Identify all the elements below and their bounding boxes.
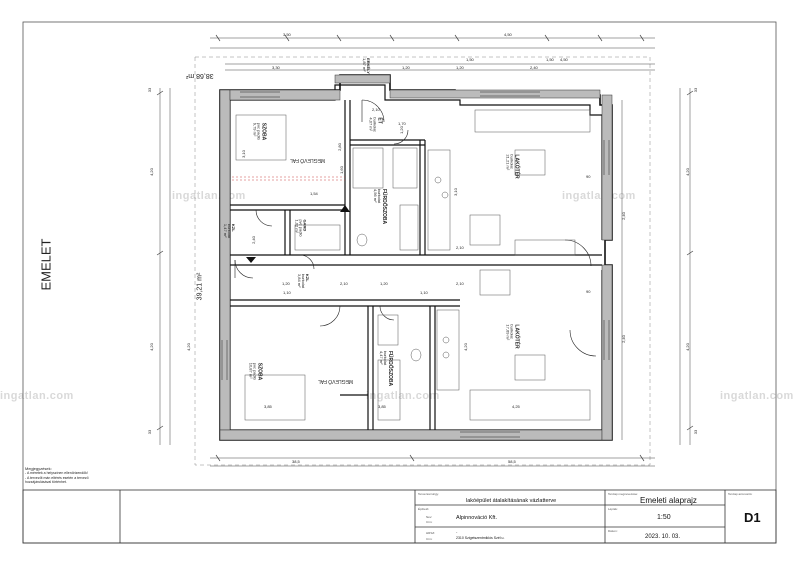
dimension-label: 3,10	[240, 150, 246, 158]
dimension-label: 90	[586, 174, 591, 179]
room-lakoter-lower: LAKÓTÉR burkolat 17,69 m²	[505, 324, 520, 348]
dimension-label: 4,20	[185, 343, 191, 351]
area-total-lower: 39,21 m²	[196, 272, 204, 301]
notes-line: - A tervezőt mán eltérés esetén a tervez…	[25, 475, 89, 480]
date-label: Dátum:	[608, 529, 618, 533]
dimension-label: 4,25	[512, 404, 520, 409]
builder-name: Alpinnováció Kft.	[456, 515, 497, 521]
dimension-label: 1,50	[546, 57, 554, 62]
room-szoba-lower: SZOBA pvc padló 10,87 m²	[248, 362, 262, 381]
room-kzl-upper: KZL burkolat 1,47 m²	[223, 223, 236, 238]
room-lakoter-upper: LAKÓTÉR burkolat 21,21 m²	[505, 154, 520, 178]
drawing-title: Emeleti alaprajz	[640, 496, 697, 505]
dimension-label: 4,20	[148, 343, 154, 351]
dimension-label: 1,50	[466, 57, 474, 62]
dimension-label: 1,54	[310, 191, 318, 196]
watermark: ingatlan.com	[366, 390, 440, 402]
scale-value: 1:50	[657, 514, 671, 521]
dimension-label: 33	[693, 87, 699, 93]
dimension-label: 3,30	[272, 65, 280, 70]
room-area: 4,07 m²	[368, 117, 374, 131]
room-et: ÉT burkolat 4,07 m²	[368, 117, 383, 131]
dimension-label: 4,20	[684, 168, 690, 176]
dimension-label: 2,10	[456, 281, 464, 286]
dimension-label: 1,20	[398, 126, 404, 134]
room-area: 3,84 m²	[297, 273, 303, 288]
dimension-label: 33	[693, 429, 699, 435]
dimension-label: 3,85	[378, 404, 386, 409]
dimension-label: 2,10	[372, 107, 380, 112]
dimension-label: 1,20	[402, 65, 410, 70]
dimension-label: 1,70	[398, 121, 406, 126]
builder-address-label: Cím:	[426, 520, 433, 524]
notes: Megjegyzések: - A méretek a helyszínen e…	[25, 467, 89, 485]
room-furdo-upper: FÜRDŐSZOBA burkolat 4,56 m²	[373, 188, 387, 224]
address-label: Cím:	[426, 537, 433, 541]
hrsz-label: HRSZ:	[426, 531, 435, 535]
watermark: ingatlan.com	[562, 190, 636, 202]
room-kzl-lower: KZL burkolat 3,84 m²	[297, 273, 310, 288]
address-value: 2310 Szigetszentmiklós Szél u.	[456, 536, 505, 540]
floor-label: EMELET	[38, 238, 54, 291]
sheet-id-label: Tervlap azonosító:	[728, 492, 753, 496]
dimension-label: 2,10	[456, 245, 464, 250]
dimension-label: 33	[147, 87, 153, 93]
dimension-label: 4,20	[148, 168, 154, 176]
room-area: 4,47 m²	[379, 350, 385, 365]
dimension-label: 1,20	[282, 281, 290, 286]
dimension-label: 1,60	[338, 166, 344, 174]
dimension-label: 4,50	[560, 57, 568, 62]
room-area: 21,21 m²	[505, 154, 511, 171]
dimension-label: 3,50	[283, 32, 291, 37]
area-total-upper: 38,68 m²	[186, 72, 214, 79]
room-area: 1,47 m²	[223, 223, 229, 238]
builder-label: Építtető:	[418, 507, 430, 511]
date-value: 2023. 10. 03.	[645, 534, 681, 540]
dimension-label: 3,10	[452, 188, 458, 196]
dimension-label: 90	[586, 289, 591, 294]
dimension-label: 4,20	[684, 343, 690, 351]
room-furdo-lower: FÜRDŐSZOBA burkolat 4,47 m²	[379, 350, 393, 386]
project-title: lakóépület átalakításának vázlatterve	[466, 498, 557, 504]
notes-line: - A méretek a helyszínen ellenőrizendők!	[25, 471, 88, 475]
room-area: 10,87 m²	[248, 362, 254, 379]
room-szoba-upper: SZOBA pvc padló 9,79 m²	[252, 123, 266, 141]
dimension-label: 2,80	[336, 143, 342, 151]
room-gard: GARD pvc padló 1,02 m²	[295, 219, 308, 236]
dimension-label: 1,10	[420, 290, 428, 295]
room-area: 1,87 m²	[361, 58, 367, 72]
dimension-label: 2,40	[530, 65, 538, 70]
notes-line: hozzájárulásával történhet.	[25, 480, 67, 484]
dimension-label: 4,50	[504, 32, 512, 37]
project-label: Tervezési tárgy:	[418, 492, 440, 496]
dimension-label: 2,40	[620, 335, 626, 343]
drawing-label: Tervlap megnevezése:	[608, 492, 639, 496]
dimension-label: 1,10	[283, 290, 291, 295]
builder-name-label: Név:	[426, 515, 433, 519]
dimension-label: 38,5	[292, 459, 300, 464]
watermark: ingatlan.com	[720, 390, 794, 402]
dimension-label: 2,40	[250, 236, 256, 244]
dimension-label: 33	[147, 429, 153, 435]
dimension-label: 2,10	[340, 281, 348, 286]
existing-wall-label: MEGLEVŐ FAL	[318, 378, 354, 384]
dimension-label: 2,40	[620, 212, 626, 220]
dimension-label: 4,20	[462, 343, 468, 351]
dimension-label: 1,20	[380, 281, 388, 286]
hrsz-value: -	[456, 529, 458, 534]
scale-label: Lépték:	[608, 507, 618, 511]
dimension-label: 58,5	[508, 459, 516, 464]
existing-wall-label: MEGLEVŐ FAL	[290, 157, 326, 163]
room-area: 17,69 m²	[505, 324, 511, 341]
room-area: 4,56 m²	[373, 188, 379, 203]
sheet-id: D1	[744, 510, 761, 525]
dimension-label: 3,85	[264, 404, 272, 409]
room-erkely: ERKÉLY 1,87 m²	[361, 58, 371, 74]
notes-title: Megjegyzések:	[25, 466, 52, 471]
dimension-label: 1,20	[456, 65, 464, 70]
watermark: ingatlan.com	[0, 390, 74, 402]
